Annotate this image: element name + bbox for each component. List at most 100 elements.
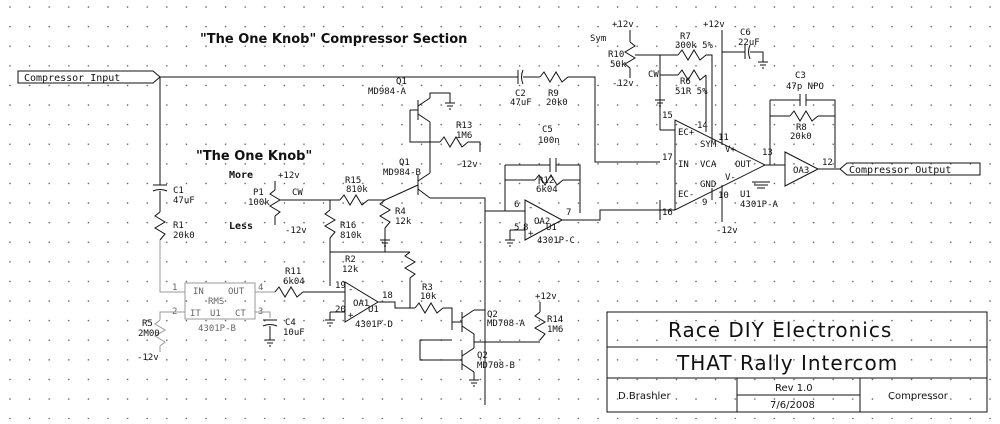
r14-ref: R14 xyxy=(547,315,563,325)
wire xyxy=(509,229,525,240)
wire xyxy=(504,164,581,213)
r13-value: 1M6 xyxy=(456,131,472,141)
oa1-pin: 18 xyxy=(382,291,393,301)
wire xyxy=(485,209,660,221)
section-title: "The One Knob" Compressor Section xyxy=(200,32,467,47)
title-author: D.Brashler xyxy=(618,391,671,402)
p1-bottom-rail: -12v xyxy=(285,226,307,236)
title-date: 7/6/2008 xyxy=(770,400,815,411)
oa3-label: OA3 xyxy=(793,166,809,176)
vca-pinnum: 15 xyxy=(662,111,673,121)
one-knob-title: "The One Knob" xyxy=(196,149,312,164)
oa1-pin: 20 xyxy=(335,305,346,315)
vca-part: 4301P-A xyxy=(740,200,779,210)
title-rev: Rev 1.0 xyxy=(775,383,813,394)
q1b-ref: Q1 xyxy=(399,158,410,168)
r12-value: 6k04 xyxy=(536,185,558,195)
vca-pinnum: 11 xyxy=(718,133,729,143)
opamp-oa1: OA1 - + 19 20 18 U1 4301P-D xyxy=(335,281,393,330)
resistor-r5: R5 2M00 xyxy=(138,319,166,347)
c6-ref: C6 xyxy=(740,28,751,38)
c2-ref: C2 xyxy=(515,89,526,99)
resistor-r9: R9 20k0 xyxy=(539,71,569,108)
wire xyxy=(380,228,390,252)
q2a-value: MD708-A xyxy=(487,319,526,329)
vca-pinnum: 13 xyxy=(762,148,773,158)
trimmer-r10[interactable]: R10 50k CW xyxy=(608,41,659,80)
compressor-input-port[interactable]: Compressor Input xyxy=(17,70,161,84)
title-sheet: Compressor xyxy=(888,391,949,402)
oa2-ref: U1 xyxy=(546,223,557,233)
wire xyxy=(430,141,481,152)
r10-top-rail: +12v xyxy=(612,20,634,30)
r9-value: 20k0 xyxy=(546,98,568,108)
oa1-ref: U1 xyxy=(368,305,379,315)
oa2-label: OA2 xyxy=(534,217,550,227)
wire xyxy=(325,311,345,327)
r11-value: 6k04 xyxy=(283,277,305,287)
ground-symbol-oa2 xyxy=(505,239,515,247)
wire xyxy=(255,311,271,318)
title-project: THAT Rally Intercom xyxy=(676,351,898,375)
vca-pin-out: OUT xyxy=(735,160,752,170)
vca-pin-vplus: V+ xyxy=(725,145,736,155)
r8-ref: R8 xyxy=(796,123,807,133)
q2b-ref: Q2 xyxy=(477,351,488,361)
r4-ref: R4 xyxy=(395,207,406,217)
resistor-r7: R7 300k 5% xyxy=(675,32,714,61)
q2b-value: MD708-B xyxy=(477,361,515,371)
r6-ref: R6 xyxy=(680,77,691,87)
c4-ref: C4 xyxy=(285,318,296,328)
wire xyxy=(409,109,430,143)
resistor-r13: R13 1M6 xyxy=(439,121,472,148)
c1-ref: C1 xyxy=(173,186,184,196)
r10-ref: R10 xyxy=(608,50,624,60)
oa2-pin: 5 xyxy=(514,223,519,233)
q2a-ref: Q2 xyxy=(487,310,498,320)
wire xyxy=(443,307,453,330)
r15-value: 810k xyxy=(346,185,368,195)
ground-symbol-c6 xyxy=(758,61,768,69)
oa2-pin: 6 xyxy=(514,200,519,210)
rms-it: IT xyxy=(190,309,201,319)
r10-bottom-rail: -12v xyxy=(612,79,634,89)
compressor-output-port[interactable]: Compressor Output xyxy=(839,162,981,176)
r15-ref: R15 xyxy=(345,176,361,186)
rms-pin: 4 xyxy=(258,283,263,293)
r16-ref: R16 xyxy=(340,221,356,231)
r10-cw: CW xyxy=(648,70,659,80)
vca-label: VCA xyxy=(700,160,717,170)
capacitor-c3: C3 47p NPO xyxy=(786,71,825,106)
r2-ref: R2 xyxy=(345,255,356,265)
q1a-value: MD984-A xyxy=(368,87,407,97)
c5-value: 100n xyxy=(538,136,560,146)
vca-pin-vminus: V- xyxy=(725,173,736,183)
resistor-r11: R11 6k04 xyxy=(274,267,305,298)
vca-pos-rail: +12v xyxy=(703,20,725,30)
r12-ref: R12 xyxy=(538,176,554,186)
r14-value: 1M6 xyxy=(547,325,563,335)
r10-value: 50k xyxy=(610,60,627,70)
r7-ref: R7 xyxy=(680,32,691,42)
vca-pin-ec-minus: EC- xyxy=(678,190,694,200)
r1-ref: R1 xyxy=(173,221,184,231)
rms-label: RMS xyxy=(208,297,224,307)
r5-ref: R5 xyxy=(142,319,153,329)
resistor-r2: R2 12k xyxy=(342,251,416,279)
oa1-label: OA1 xyxy=(353,299,369,309)
oa2-part: 4301P-C xyxy=(537,236,575,246)
wire xyxy=(265,326,275,347)
less-label: Less xyxy=(229,221,253,232)
p1-cw: CW xyxy=(292,188,303,198)
wire xyxy=(568,76,660,163)
rms-ct: CT xyxy=(235,309,246,319)
opamp-oa3: OA3 12 xyxy=(784,151,833,187)
oa2-plus: + xyxy=(528,229,534,239)
r2-value: 12k xyxy=(342,265,359,275)
potentiometer-p1[interactable]: P1 100k CW xyxy=(248,188,303,217)
c3-value: 47p NPO xyxy=(786,82,824,92)
vca-pinnum: 16 xyxy=(662,208,673,218)
r3-ref: R3 xyxy=(422,283,433,293)
resistor-r6: R6 51R 5% xyxy=(675,69,708,97)
opamp-oa2: OA2 - + 6 5 7 8 U1 4301P-C xyxy=(514,199,575,246)
